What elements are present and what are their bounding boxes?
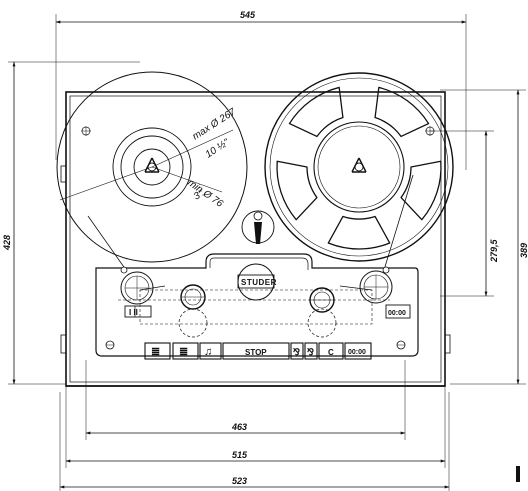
panel-screws [105, 340, 406, 350]
reel-max-label: max Ø 267 [191, 106, 238, 142]
counter-reset-button[interactable]: 00:00 [344, 342, 372, 360]
dimension-463: 463 [85, 360, 406, 440]
rewind-icon: ≣ [151, 346, 160, 358]
stop-label: STOP [245, 348, 267, 357]
play-button[interactable]: ♫ [199, 342, 222, 360]
c-button-label: C [328, 348, 334, 357]
dimension-523: 523 [59, 392, 450, 491]
tension-arm [241, 210, 275, 244]
reel-window [400, 160, 442, 221]
reel-window [276, 160, 318, 221]
dim-523-label: 523 [232, 476, 247, 486]
dimension-389: 389 [440, 89, 528, 385]
fast-forward-button[interactable]: ≣ [172, 342, 199, 360]
speed-selector-label: I II [129, 308, 138, 317]
reel-max-inch-label: 10 ½" [204, 137, 232, 161]
right-pinch-roller [307, 287, 337, 338]
left-pinch-roller [178, 284, 208, 338]
stop-button[interactable]: STOP [222, 342, 290, 360]
corner-mark [516, 466, 520, 482]
c-button[interactable]: C [318, 342, 344, 360]
counter-display: 00:00 [385, 304, 411, 319]
transport-buttons: ≣ ≣ ♫ STOP ⅋ ⅋ C 00:00 [144, 342, 372, 360]
dimension-428: 428 [2, 61, 140, 385]
brand-label: STUDER [241, 278, 277, 287]
right-reel-windows [276, 86, 442, 250]
left-reel [56, 71, 248, 263]
cabinet [60, 91, 451, 387]
left-guide-roller [120, 266, 154, 305]
tape-path [87, 174, 414, 271]
record-icon: ⅋ [292, 347, 300, 357]
dimension-515: 515 [65, 386, 446, 468]
reel-window [327, 215, 391, 250]
control-panel [95, 253, 419, 357]
dim-545-label: 545 [240, 10, 256, 20]
right-reel [264, 72, 454, 262]
reel-window [374, 86, 430, 138]
speed-selector[interactable]: I II [124, 305, 152, 318]
edit-button[interactable]: ⅋ [304, 342, 318, 360]
dim-279-5-label: 279,5 [489, 238, 499, 263]
counter-reset-label: 00:00 [348, 349, 366, 356]
rewind-button[interactable]: ≣ [144, 342, 171, 360]
reel-window [288, 86, 344, 138]
studer-logo: STUDER [237, 263, 277, 301]
dim-515-label: 515 [232, 450, 248, 460]
play-icon: ♫ [204, 346, 212, 358]
dimension-545: 545 [55, 10, 467, 170]
counter-display-text: 00:00 [388, 310, 406, 317]
fast-forward-icon: ≣ [179, 346, 188, 358]
record-button[interactable]: ⅋ [290, 342, 304, 360]
edit-icon: ⅋ [306, 347, 314, 357]
dim-463-label: 463 [231, 422, 247, 432]
dim-428-label: 428 [2, 235, 12, 251]
right-guide-roller [359, 266, 393, 304]
dim-389-label: 389 [519, 243, 528, 258]
